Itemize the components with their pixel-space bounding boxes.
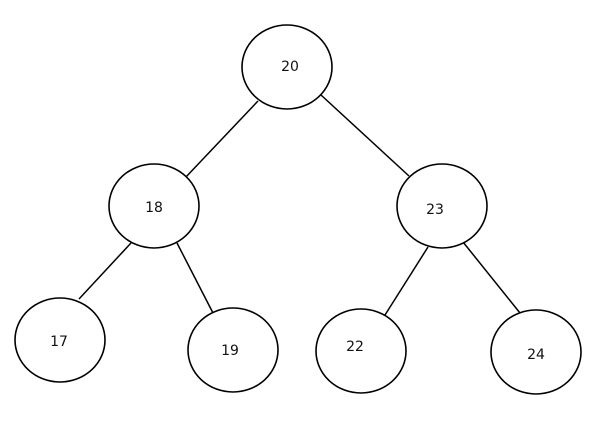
node-label: 22 <box>346 339 364 355</box>
node-label: 17 <box>50 334 68 350</box>
node-circle <box>241 24 333 110</box>
node-label: 23 <box>426 202 444 218</box>
node-circle <box>187 307 279 393</box>
node-circle <box>315 308 407 394</box>
node-label: 19 <box>221 343 239 359</box>
tree-node-18: 18 <box>108 163 200 249</box>
edge-20-23 <box>320 94 410 177</box>
tree-node-20: 20 <box>241 24 333 110</box>
tree-node-19: 19 <box>187 307 279 393</box>
node-circle <box>108 163 200 249</box>
node-circle <box>14 297 106 383</box>
node-label: 18 <box>145 200 163 216</box>
edge-20-18 <box>184 100 259 179</box>
edge-23-22 <box>384 246 429 316</box>
node-label: 24 <box>527 347 545 363</box>
tree-node-22: 22 <box>315 308 407 394</box>
tree-node-23: 23 <box>396 163 488 249</box>
node-circle <box>490 309 582 395</box>
edge-23-24 <box>462 241 521 314</box>
edge-18-17 <box>78 242 132 300</box>
node-label: 20 <box>281 59 299 75</box>
tree-node-17: 17 <box>14 297 106 383</box>
node-circle <box>396 163 488 249</box>
edge-18-19 <box>176 242 214 314</box>
tree-node-24: 24 <box>490 309 582 395</box>
